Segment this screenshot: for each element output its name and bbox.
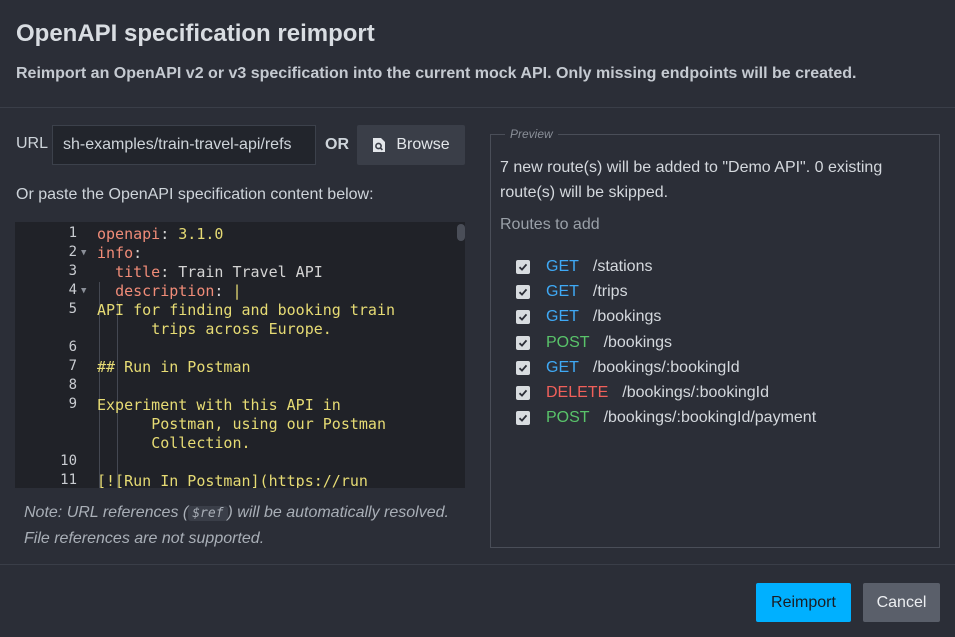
code-text: Collection. xyxy=(151,434,251,452)
dialog-subtitle: Reimport an OpenAPI v2 or v3 specificati… xyxy=(16,65,857,82)
yaml-key: title xyxy=(115,263,161,281)
code-line: title: Train Travel API xyxy=(115,263,323,281)
code-line: openapi: 3.1.0 xyxy=(97,225,224,243)
route-method: GET xyxy=(546,258,579,275)
cancel-button[interactable]: Cancel xyxy=(863,583,940,622)
editor-scrollbar[interactable] xyxy=(457,224,465,241)
file-search-icon xyxy=(373,138,386,152)
line-number: 2 xyxy=(68,244,77,260)
code-line-wrap: trips across Europe. xyxy=(97,320,332,338)
route-path: /bookings xyxy=(603,333,673,351)
url-input[interactable]: sh-examples/train-travel-api/refs xyxy=(52,125,316,165)
code-text: Postman, using our Postman xyxy=(151,415,386,433)
preview-panel: Preview 7 new route(s) will be added to … xyxy=(490,127,940,548)
yaml-key: openapi xyxy=(97,225,161,243)
code-line: ## Run in Postman xyxy=(97,358,251,376)
route-checkbox[interactable] xyxy=(516,310,530,325)
route-method: GET xyxy=(546,283,579,301)
line-number: 3 xyxy=(68,263,77,279)
code-line-wrap: Postman, using our Postman xyxy=(97,415,386,433)
ref-code: $ref xyxy=(188,506,228,521)
code-line: Experiment with this API in xyxy=(97,396,341,414)
paste-label: Or paste the OpenAPI specification conte… xyxy=(16,186,374,203)
route-item[interactable]: GET/bookings xyxy=(516,306,661,328)
route-item[interactable]: POST/bookings xyxy=(516,332,672,354)
check-icon xyxy=(518,389,528,397)
route-checkbox[interactable] xyxy=(516,335,530,350)
code-text: trips across Europe. xyxy=(151,320,332,338)
check-icon xyxy=(518,414,528,423)
dialog-title: OpenAPI specification reimport xyxy=(16,20,375,47)
code-line: [![Run In Postman](https://run xyxy=(97,472,368,488)
route-method: POST xyxy=(546,333,590,351)
route-method: GET xyxy=(546,358,579,376)
dialog-footer xyxy=(0,564,955,637)
route-path: /bookings xyxy=(592,308,662,326)
code-line-wrap: Collection. xyxy=(97,434,251,452)
route-path: /bookings/:bookingId xyxy=(622,384,770,401)
preview-legend: Preview xyxy=(505,127,558,141)
line-number: 5 xyxy=(68,301,77,317)
line-number: 1 xyxy=(68,225,77,241)
check-icon xyxy=(518,288,528,297)
reimport-button[interactable]: Reimport xyxy=(756,583,851,622)
code-line: API for finding and booking train xyxy=(97,301,396,319)
yaml-key: description xyxy=(115,282,215,300)
route-path: /stations xyxy=(592,258,653,275)
line-number: 9 xyxy=(68,396,77,412)
browse-label: Browse xyxy=(396,136,450,153)
route-checkbox[interactable] xyxy=(516,360,530,375)
yaml-key: info xyxy=(97,244,134,262)
route-item[interactable]: GET/trips xyxy=(516,281,628,303)
line-number: 6 xyxy=(68,339,77,355)
check-icon xyxy=(518,364,528,372)
route-checkbox[interactable] xyxy=(516,260,530,274)
route-item[interactable]: GET/bookings/:bookingId xyxy=(516,357,740,379)
route-method: DELETE xyxy=(546,384,609,401)
line-number: 7 xyxy=(68,358,77,374)
route-checkbox[interactable] xyxy=(516,285,530,300)
line-number: 10 xyxy=(60,453,77,469)
editor-gutter: 1 2 ▼ 3 4 ▼ 5 6 7 8 9 10 11 xyxy=(15,222,95,488)
spec-code-editor[interactable]: 1 2 ▼ 3 4 ▼ 5 6 7 8 9 10 11 openapi: 3.1… xyxy=(15,222,465,488)
indent-guide xyxy=(117,301,118,488)
route-method: GET xyxy=(546,308,579,326)
line-number: 11 xyxy=(60,472,77,488)
route-path: /trips xyxy=(592,283,628,301)
route-method: POST xyxy=(546,409,590,427)
check-icon xyxy=(518,314,528,322)
check-icon xyxy=(518,339,528,347)
line-number: 4 xyxy=(68,282,77,298)
note-part: ) will be automatically resolved. xyxy=(227,504,449,521)
route-item[interactable]: POST/bookings/:bookingId/payment xyxy=(516,407,816,429)
or-separator: OR xyxy=(325,136,349,153)
note-part: Note: URL references ( xyxy=(24,504,189,521)
code-line: info: xyxy=(97,244,143,262)
route-path: /bookings/:bookingId xyxy=(592,358,740,376)
check-icon xyxy=(518,263,528,271)
line-number: 8 xyxy=(68,377,77,393)
preview-summary: 7 new route(s) will be added to "Demo AP… xyxy=(500,159,883,201)
route-item[interactable]: GET/stations xyxy=(516,256,652,278)
code-line: description: | xyxy=(115,282,242,300)
note-text: Note: URL references ($ref) will be auto… xyxy=(24,500,449,551)
routes-label: Routes to add xyxy=(500,216,600,233)
dialog-header: OpenAPI specification reimport Reimport … xyxy=(0,0,955,108)
route-path: /bookings/:bookingId/payment xyxy=(603,409,817,427)
yaml-value: Train Travel API xyxy=(178,263,323,281)
yaml-value: 3.1.0 xyxy=(178,225,224,243)
route-checkbox[interactable] xyxy=(516,386,530,400)
url-label: URL xyxy=(16,135,49,152)
route-item[interactable]: DELETE/bookings/:bookingId xyxy=(516,382,769,404)
yaml-value: | xyxy=(232,282,242,300)
note-line-2: File references are not supported. xyxy=(24,530,265,547)
fold-arrow-icon[interactable]: ▼ xyxy=(81,286,87,296)
route-checkbox[interactable] xyxy=(516,411,530,426)
fold-arrow-icon[interactable]: ▼ xyxy=(81,248,87,258)
browse-button[interactable]: Browse xyxy=(357,125,465,165)
indent-guide xyxy=(99,282,100,488)
